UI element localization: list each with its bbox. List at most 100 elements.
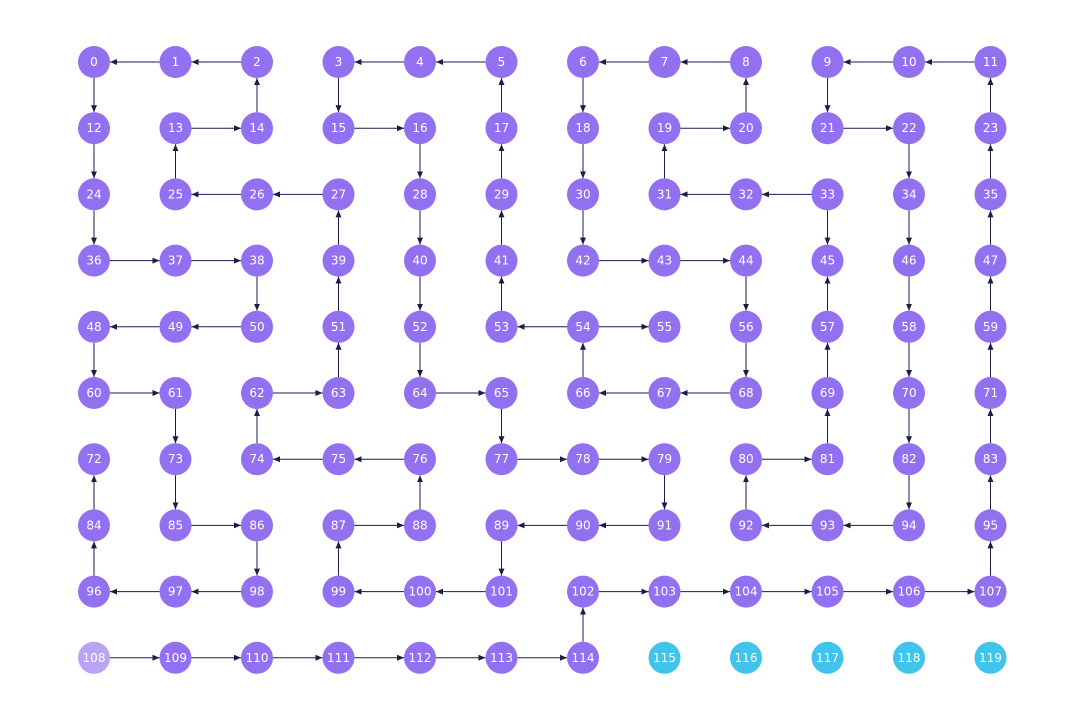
node-34: 34 (893, 178, 925, 211)
node-label: 33 (820, 187, 835, 201)
node-label: 37 (168, 254, 183, 268)
node-circle (322, 244, 355, 277)
node-17: 17 (485, 112, 518, 145)
node-68: 68 (730, 377, 762, 409)
node-circle (648, 443, 681, 476)
node-27: 27 (322, 178, 355, 211)
node-60: 60 (78, 377, 110, 409)
node-61: 61 (159, 377, 192, 409)
node-circle (322, 575, 355, 608)
node-circle (730, 509, 762, 542)
node-26: 26 (241, 178, 273, 211)
node-label: 28 (412, 187, 427, 201)
node-89: 89 (485, 509, 518, 542)
node-circle (241, 443, 273, 476)
node-85: 85 (159, 509, 192, 542)
node-label: 93 (820, 518, 835, 532)
node-57: 57 (811, 310, 844, 343)
node-label: 42 (575, 254, 590, 268)
node-label: 90 (575, 518, 590, 532)
node-label: 45 (820, 254, 835, 268)
node-circle (404, 443, 436, 476)
node-label: 51 (331, 320, 346, 334)
node-88: 88 (404, 509, 436, 542)
node-circle (78, 112, 110, 145)
node-label: 100 (409, 585, 432, 599)
node-label: 11 (983, 55, 998, 69)
node-label: 74 (249, 452, 264, 466)
node-51: 51 (322, 310, 355, 343)
node-label: 4 (416, 55, 424, 69)
node-circle (730, 377, 762, 409)
node-11: 11 (974, 46, 1007, 78)
node-circle (974, 244, 1007, 277)
node-circle (485, 46, 518, 78)
node-label: 81 (820, 452, 835, 466)
node-circle (811, 178, 844, 211)
node-label: 91 (657, 518, 672, 532)
node-label: 117 (816, 651, 839, 665)
node-circle (974, 509, 1007, 542)
node-circle (648, 112, 681, 145)
node-label: 95 (983, 518, 998, 532)
node-circle (159, 641, 192, 674)
node-label: 24 (86, 187, 101, 201)
node-7: 7 (648, 46, 681, 78)
node-circle (404, 46, 436, 78)
node-circle (648, 641, 681, 674)
node-label: 30 (575, 187, 590, 201)
node-115: 115 (648, 641, 681, 674)
node-80: 80 (730, 443, 762, 476)
node-circle (974, 443, 1007, 476)
node-circle (78, 641, 110, 674)
node-40: 40 (404, 244, 436, 277)
node-circle (567, 575, 599, 608)
node-label: 34 (901, 187, 916, 201)
node-37: 37 (159, 244, 192, 277)
node-label: 60 (86, 386, 101, 400)
node-label: 9 (824, 55, 832, 69)
node-label: 49 (168, 320, 183, 334)
node-101: 101 (485, 575, 518, 608)
node-73: 73 (159, 443, 192, 476)
node-20: 20 (730, 112, 762, 145)
node-label: 57 (820, 320, 835, 334)
node-label: 43 (657, 254, 672, 268)
node-label: 89 (494, 518, 509, 532)
node-label: 97 (168, 585, 183, 599)
node-label: 107 (979, 585, 1002, 599)
node-label: 38 (249, 254, 264, 268)
node-label: 54 (575, 320, 590, 334)
node-label: 88 (412, 518, 427, 532)
node-circle (730, 178, 762, 211)
node-111: 111 (322, 641, 355, 674)
node-label: 17 (494, 121, 509, 135)
node-circle (159, 310, 192, 343)
node-label: 2 (253, 55, 261, 69)
node-circle (893, 377, 925, 409)
node-76: 76 (404, 443, 436, 476)
node-label: 13 (168, 121, 183, 135)
node-circle (811, 641, 844, 674)
node-2: 2 (241, 46, 273, 78)
node-71: 71 (974, 377, 1007, 409)
node-63: 63 (322, 377, 355, 409)
node-circle (567, 112, 599, 145)
node-label: 75 (331, 452, 346, 466)
node-label: 22 (901, 121, 916, 135)
node-10: 10 (893, 46, 925, 78)
node-circle (893, 46, 925, 78)
node-label: 94 (901, 518, 916, 532)
node-label: 40 (412, 254, 427, 268)
node-96: 96 (78, 575, 110, 608)
node-label: 96 (86, 585, 101, 599)
node-circle (485, 509, 518, 542)
node-43: 43 (648, 244, 681, 277)
node-label: 55 (657, 320, 672, 334)
node-49: 49 (159, 310, 192, 343)
node-circle (811, 244, 844, 277)
node-95: 95 (974, 509, 1007, 542)
node-label: 8 (742, 55, 750, 69)
node-label: 65 (494, 386, 509, 400)
